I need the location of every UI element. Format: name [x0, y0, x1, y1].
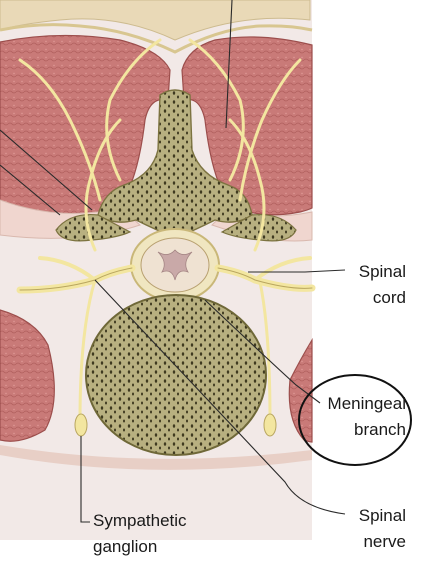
- right-sympathetic-ganglion: [264, 414, 276, 436]
- label-meningeal-branch: Meningeal branch: [300, 394, 406, 440]
- left-sympathetic-ganglion: [75, 414, 87, 436]
- vertebral-body: [86, 295, 266, 455]
- label-spinal-cord: Spinal cord: [336, 262, 406, 308]
- label-meningeal-branch-line2: branch: [300, 420, 406, 440]
- label-meningeal-branch-line1: Meningeal: [300, 394, 406, 414]
- label-spinal-cord-line1: Spinal: [336, 262, 406, 282]
- label-sympathetic-ganglion-line1: Sympathetic: [93, 511, 187, 531]
- label-sympathetic-ganglion: Sympathetic ganglion: [93, 511, 187, 557]
- label-spinal-nerve-line1: Spinal: [336, 506, 406, 526]
- label-spinal-nerve: Spinal nerve: [336, 506, 406, 552]
- label-sympathetic-ganglion-line2: ganglion: [93, 537, 187, 557]
- label-spinal-cord-line2: cord: [336, 288, 406, 308]
- label-spinal-nerve-line2: nerve: [336, 532, 406, 552]
